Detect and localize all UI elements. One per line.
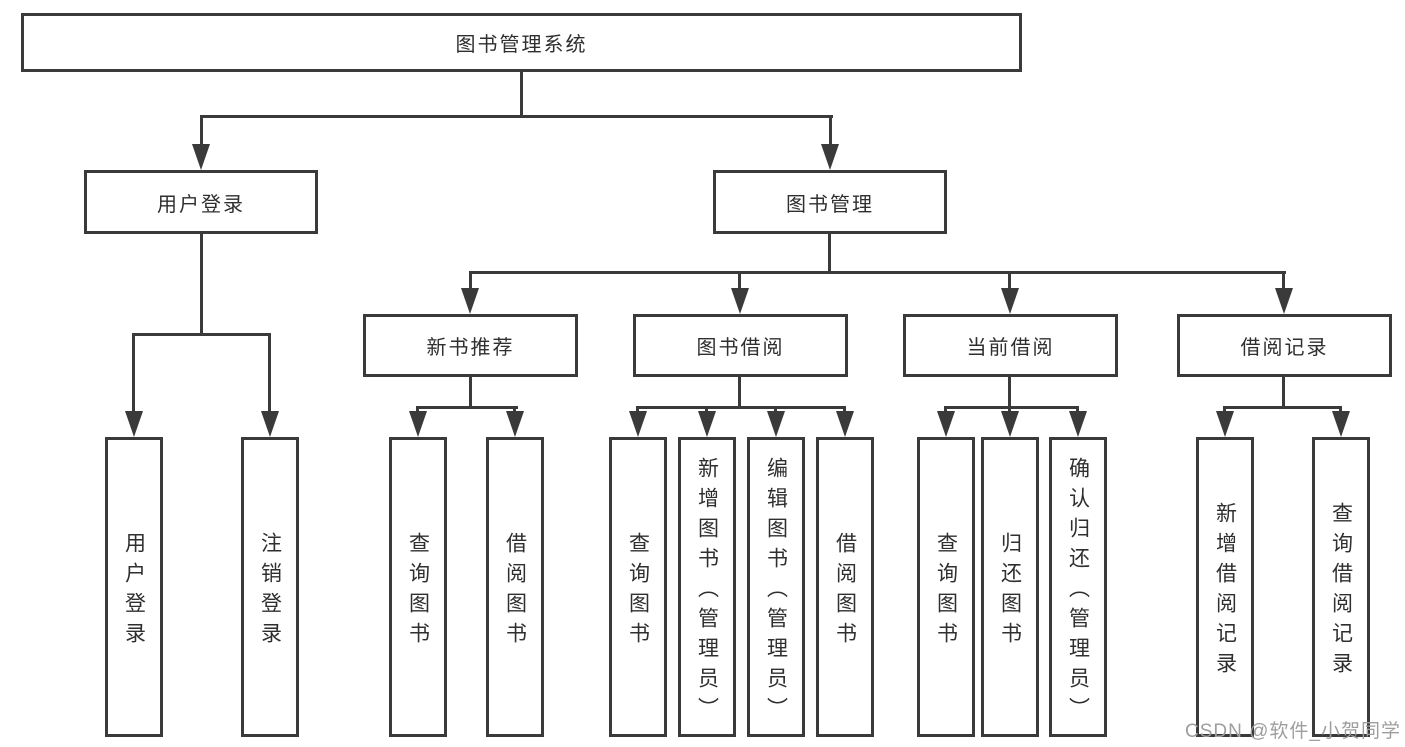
connector-line <box>1282 271 1285 291</box>
arrow-down-icon <box>1069 411 1087 437</box>
arrow-down-icon <box>821 144 839 170</box>
leaf-query-books-current: 查询图书 <box>917 437 975 737</box>
leaf-user-login: 用户登录 <box>105 437 163 737</box>
connector-line <box>944 406 1079 409</box>
connector-line <box>200 115 203 148</box>
leaf-return-book: 归还图书 <box>981 437 1039 737</box>
arrow-down-icon <box>506 411 524 437</box>
arrow-down-icon <box>1216 411 1234 437</box>
arrow-down-icon <box>1001 288 1019 314</box>
connector-line <box>132 333 271 336</box>
connector-line <box>636 406 846 409</box>
arrow-down-icon <box>1275 288 1293 314</box>
arrow-down-icon <box>629 411 647 437</box>
leaf-logout: 注销登录 <box>241 437 299 737</box>
leaf-borrow-books-recommend: 借阅图书 <box>486 437 544 737</box>
connector-line <box>132 333 135 413</box>
connector-line <box>1008 377 1011 409</box>
leaf-query-books-recommend: 查询图书 <box>389 437 447 737</box>
leaf-confirm-return-admin: 确认归还（管理员） <box>1049 437 1107 737</box>
node-new-book-recommend: 新书推荐 <box>363 314 578 377</box>
arrow-down-icon <box>937 411 955 437</box>
connector-line <box>520 71 523 118</box>
connector-line <box>738 271 741 291</box>
arrow-down-icon <box>767 411 785 437</box>
connector-line <box>1282 377 1285 409</box>
node-book-management: 图书管理 <box>713 170 947 234</box>
connector-line <box>200 115 833 118</box>
connector-line <box>1223 406 1342 409</box>
arrow-down-icon <box>698 411 716 437</box>
node-book-borrow: 图书借阅 <box>633 314 848 377</box>
arrow-down-icon <box>836 411 854 437</box>
arrow-down-icon <box>409 411 427 437</box>
connector-line <box>469 271 472 291</box>
leaf-edit-book-admin: 编辑图书（管理员） <box>747 437 805 737</box>
connector-line <box>268 333 271 413</box>
leaf-query-borrow-record: 查询借阅记录 <box>1312 437 1370 737</box>
node-borrow-records: 借阅记录 <box>1177 314 1392 377</box>
arrow-down-icon <box>261 411 279 437</box>
watermark: CSDN @软件_小贺同学 <box>1185 721 1401 742</box>
leaf-add-book-admin: 新增图书（管理员） <box>678 437 736 737</box>
connector-line <box>416 406 518 409</box>
connector-line <box>738 377 741 409</box>
connector-line <box>200 234 203 336</box>
arrow-down-icon <box>461 288 479 314</box>
leaf-borrow-books: 借阅图书 <box>816 437 874 737</box>
connector-line <box>469 377 472 409</box>
arrow-down-icon <box>731 288 749 314</box>
connector-line <box>829 115 832 148</box>
node-current-borrow: 当前借阅 <box>903 314 1118 377</box>
connector-line <box>1008 271 1011 291</box>
arrow-down-icon <box>1332 411 1350 437</box>
arrow-down-icon <box>125 411 143 437</box>
leaf-add-borrow-record: 新增借阅记录 <box>1196 437 1254 737</box>
connector-line <box>828 234 831 274</box>
node-user-login: 用户登录 <box>84 170 318 234</box>
leaf-query-books-borrow: 查询图书 <box>609 437 667 737</box>
connector-line <box>469 271 1286 274</box>
arrow-down-icon <box>192 144 210 170</box>
node-library-system: 图书管理系统 <box>21 13 1022 72</box>
arrow-down-icon <box>1001 411 1019 437</box>
